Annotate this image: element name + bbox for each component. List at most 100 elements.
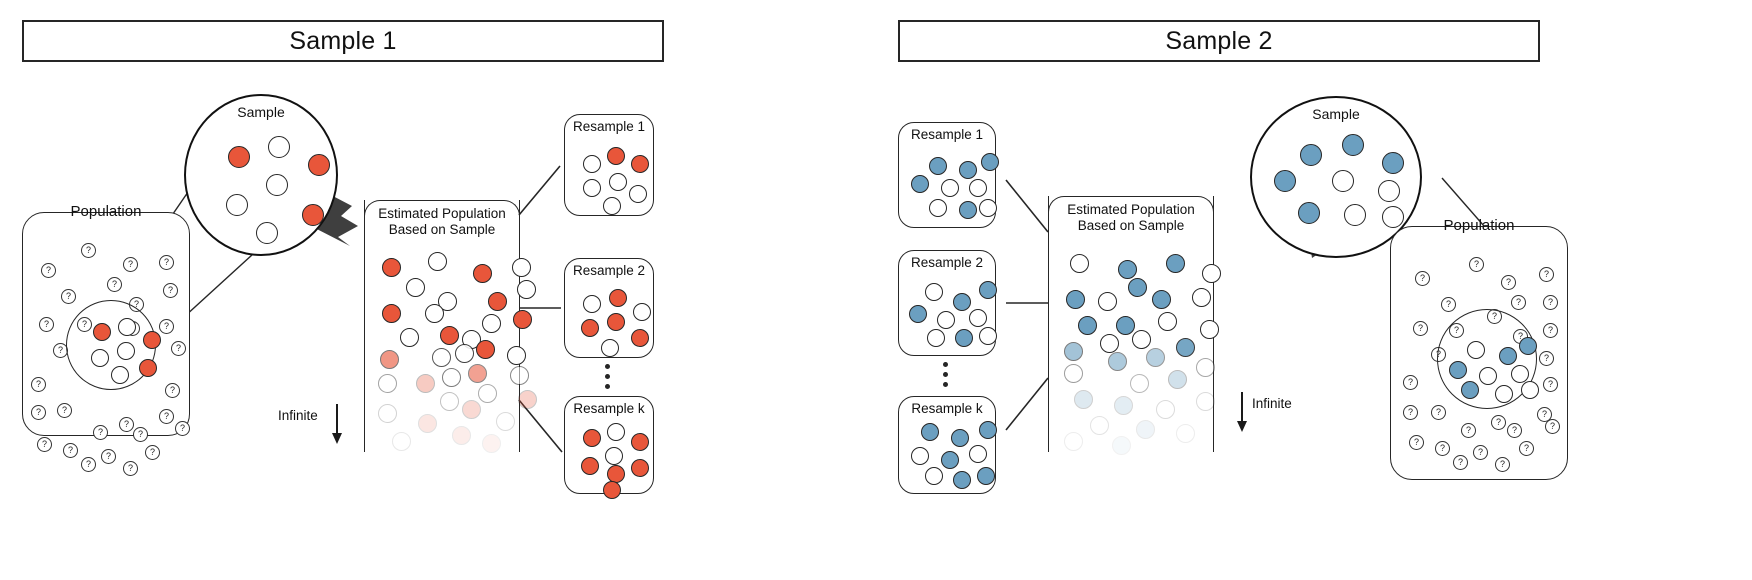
sample-dot-filled [308, 154, 330, 176]
sample-dot-filled [1128, 278, 1147, 297]
sample-dot-filled [488, 292, 507, 311]
sample-dot-empty [633, 303, 651, 321]
sample-dot-filled [929, 157, 947, 175]
population-unknown-token: ? [1453, 455, 1468, 470]
sample-dot-filled [1499, 347, 1517, 365]
resample-label-right-2: Resample 2 [910, 255, 984, 270]
population-unknown-token: ? [175, 421, 190, 436]
sample-dot-filled [921, 423, 939, 441]
sample-dot-empty [1378, 180, 1400, 202]
sample-dot-filled [1176, 338, 1195, 357]
sample-dot-filled [1152, 290, 1171, 309]
sample-dot-filled [513, 310, 532, 329]
population-unknown-token: ? [123, 257, 138, 272]
sample-dot-filled [452, 426, 471, 445]
sample-dot-filled [1274, 170, 1296, 192]
population-unknown-token: ? [1543, 377, 1558, 392]
sample-dot-filled [416, 374, 435, 393]
resample-box-right-2: Resample 2 [898, 250, 997, 356]
population-unknown-token: ? [1495, 457, 1510, 472]
sample-dot-filled [302, 204, 324, 226]
sample-dot-filled [476, 340, 495, 359]
population-unknown-token: ? [1507, 423, 1522, 438]
sample-dot-filled [941, 451, 959, 469]
sample-dot-filled [977, 467, 995, 485]
sample-dot-filled [440, 326, 459, 345]
sample-dot-filled [1116, 316, 1135, 335]
sample-dot-filled [228, 146, 250, 168]
sample-dot-empty [392, 432, 411, 451]
sample-dot-filled [1461, 381, 1479, 399]
population-unknown-token: ? [53, 343, 68, 358]
sample-dot-empty [911, 447, 929, 465]
sample-dot-filled [1146, 348, 1165, 367]
sample-dot-empty [400, 328, 419, 347]
sample-dot-empty [1511, 365, 1529, 383]
population-unknown-token: ? [1511, 295, 1526, 310]
resample-box-left-k: Resample k [564, 396, 654, 499]
population-unknown-token: ? [39, 317, 54, 332]
sample-dot-empty [266, 174, 288, 196]
population-unknown-token: ? [31, 377, 46, 392]
sample-dot-filled [979, 421, 997, 439]
sample-dot-empty [1196, 392, 1215, 411]
sample-dot-empty [507, 346, 526, 365]
sample-dot-empty [1132, 330, 1151, 349]
sample-dot-filled [518, 390, 537, 409]
sample-dot-empty [1196, 358, 1215, 377]
sample-dot-empty [118, 318, 136, 336]
sample-dot-filled [1449, 361, 1467, 379]
sample-dot-empty [1479, 367, 1497, 385]
panel-title-sample-2: Sample 2 [898, 20, 1540, 62]
sample-ellipse-right: Sample [1250, 96, 1422, 258]
sample-dot-empty [428, 252, 447, 271]
population-unknown-token: ? [1441, 297, 1456, 312]
estimated-population-line2-left: Based on Sample [388, 221, 496, 237]
sample-dot-empty [1200, 320, 1219, 339]
sample-dot-empty [425, 304, 444, 323]
sample-dot-filled [959, 201, 977, 219]
sample-dot-empty [438, 292, 457, 311]
sample-dot-empty [406, 278, 425, 297]
sample-dot-filled [93, 323, 111, 341]
population-unknown-token: ? [1469, 257, 1484, 272]
resample-box-left-1: Resample 1 [564, 114, 654, 216]
sample-dot-empty [517, 280, 536, 299]
sample-dot-filled [1074, 390, 1093, 409]
population-unknown-token: ? [1415, 271, 1430, 286]
population-unknown-token: ? [1409, 435, 1424, 450]
sample-dot-filled [959, 161, 977, 179]
sample-dot-filled [462, 400, 481, 419]
sample-dot-empty [432, 348, 451, 367]
sample-dot-filled [953, 471, 971, 489]
sample-dot-filled [631, 433, 649, 451]
population-label-left: Population [70, 203, 142, 220]
population-unknown-token: ? [1501, 275, 1516, 290]
population-unknown-token: ? [93, 425, 108, 440]
sample-dot-empty [1098, 292, 1117, 311]
sample-dot-filled [1112, 436, 1131, 455]
sample-dot-filled [981, 153, 999, 171]
sample-dot-empty [455, 344, 474, 363]
sample-dot-filled [581, 319, 599, 337]
sample-dot-filled [1118, 260, 1137, 279]
sample-dot-empty [1090, 416, 1109, 435]
population-unknown-token: ? [1545, 419, 1560, 434]
population-unknown-token: ? [61, 289, 76, 304]
sample-dot-empty [440, 392, 459, 411]
sample-ellipse-left: Sample [184, 94, 338, 256]
sample-dot-empty [1192, 288, 1211, 307]
population-unknown-token: ? [1403, 405, 1418, 420]
population-unknown-token: ? [159, 319, 174, 334]
estimated-population-line2-right: Based on Sample [1077, 217, 1185, 233]
sample-dot-filled [1166, 254, 1185, 273]
sample-dot-empty [583, 295, 601, 313]
population-unknown-token: ? [1543, 295, 1558, 310]
population-unknown-token: ? [41, 263, 56, 278]
sample-dot-empty [583, 155, 601, 173]
population-unknown-token: ? [1431, 405, 1446, 420]
population-unknown-token: ? [81, 243, 96, 258]
sample-dot-empty [1495, 385, 1513, 403]
sample-dot-filled [953, 293, 971, 311]
sample-dot-empty [1130, 374, 1149, 393]
